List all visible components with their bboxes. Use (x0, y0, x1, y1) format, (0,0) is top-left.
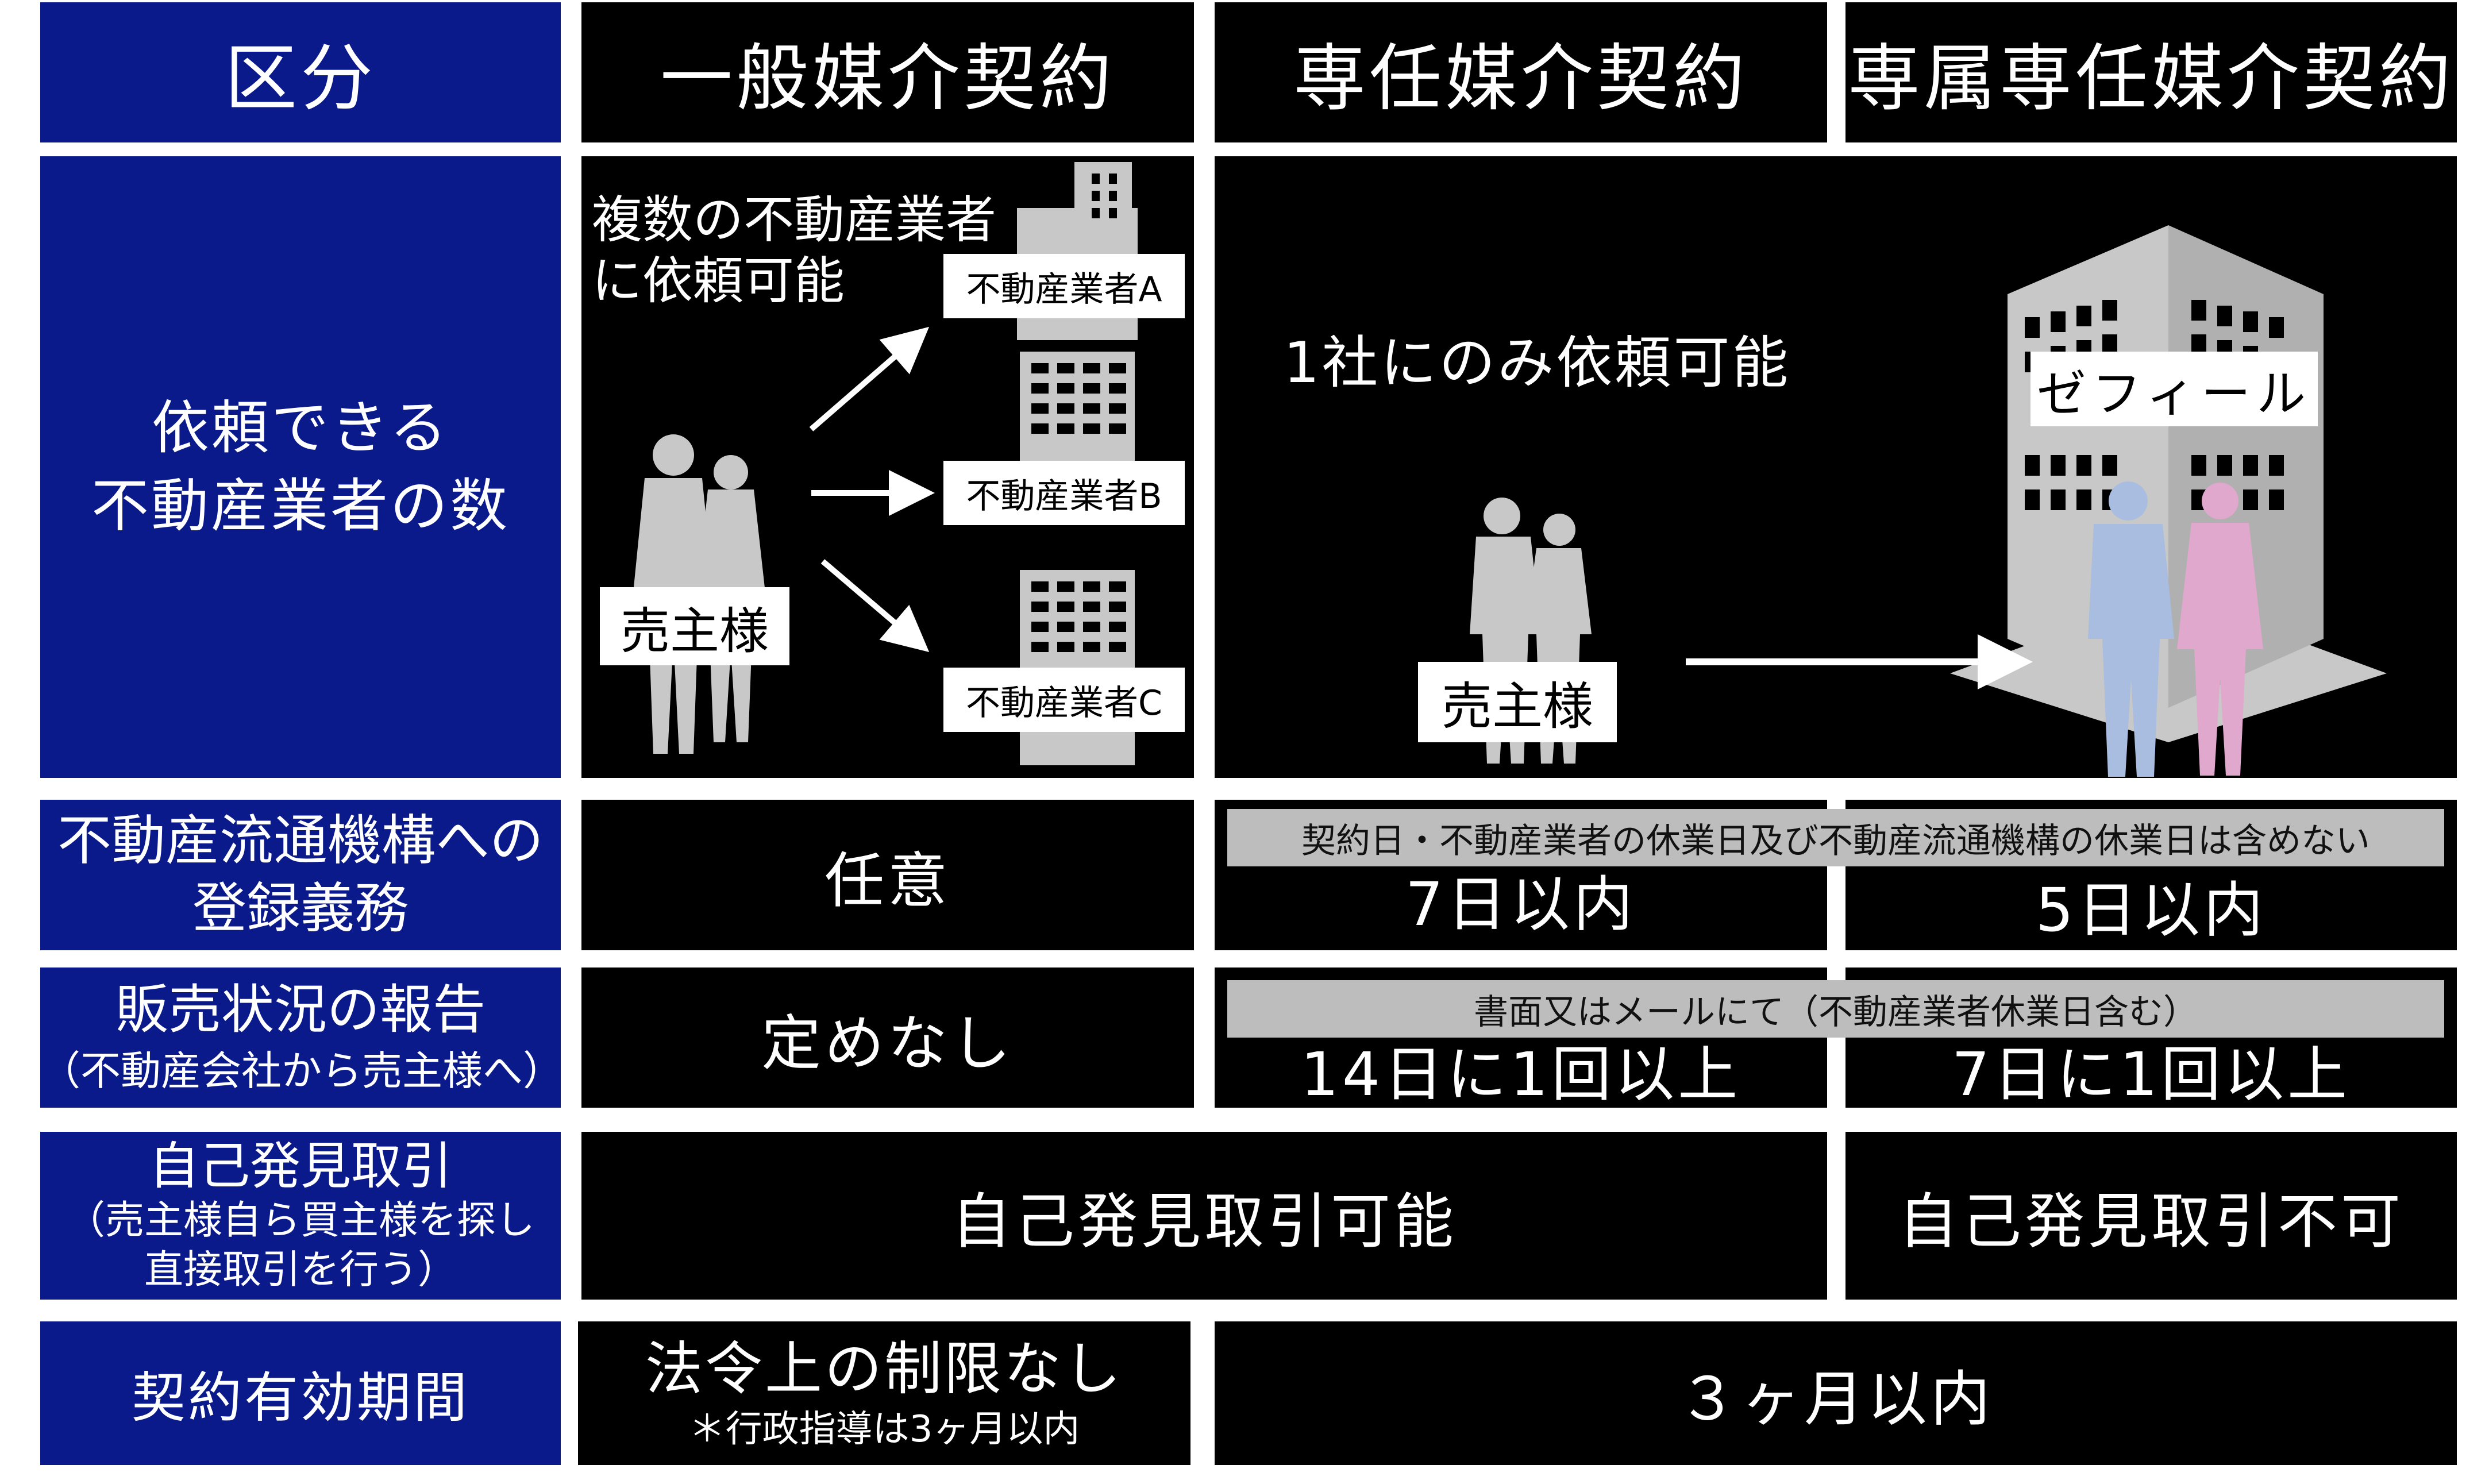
exclusive-caption: 1社にのみ依頼可能 (1284, 330, 1791, 396)
self-general-exclusive-value: 自己発見取引可能 (951, 1186, 1457, 1256)
row-agents-label-line1: 依頼できる (152, 394, 449, 461)
report-general-value: 定めなし (761, 1008, 1014, 1078)
row-agents-label: 依頼できる 不動産業者の数 (40, 156, 561, 778)
row-self-label-line1: 自己発見取引 (148, 1136, 452, 1196)
self-general-exclusive: 自己発見取引可能 (581, 1132, 1827, 1300)
agent-staff-icon (2088, 481, 2263, 777)
header-exclusive-text: 専任媒介契約 (1293, 36, 1748, 121)
row-period-label-text: 契約有効期間 (131, 1367, 469, 1429)
row-report-label: 販売状況の報告 （不動産会社から売主様へ） (40, 968, 563, 1108)
self-exclusive-exclusive-value: 自己発見取引不可 (1898, 1186, 2404, 1256)
seller-label-left: 売主様 (600, 587, 789, 665)
registration-general: 任意 (581, 800, 1194, 950)
row-self-label: 自己発見取引 （売主様自ら買主様を探し 直接取引を行う） (40, 1132, 561, 1300)
general-agents-panel: 複数の不動産業者 に依頼可能 不動産業者A 不動産業者B 不動産業者C (581, 156, 1194, 778)
registration-exclusive-exclusive-value: 5日以内 (2035, 875, 2267, 945)
row-registration-label-line2: 登録義務 (192, 877, 409, 940)
report-note: 書面又はメールにて（不動産業者休業日含む） (1227, 980, 2444, 1038)
header-exclusive-exclusive-text: 専属専任媒介契約 (1848, 36, 2455, 121)
registration-note: 契約日・不動産業者の休業日及び不動産流通機構の休業日は含めない (1227, 809, 2444, 866)
registration-general-value: 任意 (824, 845, 951, 916)
general-caption-line1: 複数の不動産業者 (592, 190, 997, 249)
row-self-label-line3: 直接取引を行う） (144, 1247, 457, 1293)
registration-exclusive-value: 7日以内 (1405, 869, 1637, 939)
arrow-icon (809, 326, 935, 652)
period-exclusive: ３ヶ月以内 (1215, 1321, 2457, 1465)
header-exclusive-exclusive: 専属専任媒介契約 (1845, 2, 2457, 142)
row-period-label: 契約有効期間 (40, 1321, 561, 1465)
header-general: 一般媒介契約 (581, 2, 1194, 142)
agent-b-label: 不動産業者B (943, 461, 1185, 525)
agent-a-label: 不動産業者A (943, 254, 1185, 318)
period-general: 法令上の制限なし ＊行政指導は3ヶ月以内 (578, 1321, 1190, 1465)
report-general: 定めなし (581, 968, 1194, 1108)
arrow-right-icon (1686, 634, 2033, 689)
header-category: 区分 (40, 2, 561, 142)
header-exclusive: 専任媒介契約 (1215, 2, 1827, 142)
company-name-label: ゼフィール (2030, 352, 2318, 426)
exclusive-agents-panel: 1社にのみ依頼可能 ゼフィール (1215, 156, 2457, 778)
row-report-label-line2: （不動産会社から売主様へ） (40, 1047, 563, 1094)
period-exclusive-value: ３ヶ月以内 (1677, 1363, 1994, 1434)
period-general-line2: ＊行政指導は3ヶ月以内 (688, 1408, 1080, 1451)
header-general-text: 一般媒介契約 (660, 36, 1115, 121)
row-self-label-line2: （売主様自ら買主様を探し (66, 1198, 535, 1243)
seller-label-right: 売主様 (1418, 662, 1617, 742)
general-caption-line2: に依頼可能 (592, 251, 845, 310)
row-report-label-line1: 販売状況の報告 (115, 979, 486, 1040)
report-exclusive-value: 14日に1回以上 (1300, 1039, 1741, 1109)
row-agents-label-line2: 不動産業者の数 (91, 472, 510, 539)
period-general-line1: 法令上の制限なし (645, 1335, 1123, 1402)
self-exclusive-exclusive: 自己発見取引不可 (1845, 1132, 2457, 1300)
header-category-text: 区分 (225, 36, 376, 121)
row-registration-label: 不動産流通機構への 登録義務 (40, 800, 561, 950)
row-registration-label-line1: 不動産流通機構への (57, 810, 544, 872)
report-exclusive-exclusive-value: 7日に1回以上 (1951, 1039, 2351, 1109)
agent-c-label: 不動産業者C (943, 668, 1185, 732)
